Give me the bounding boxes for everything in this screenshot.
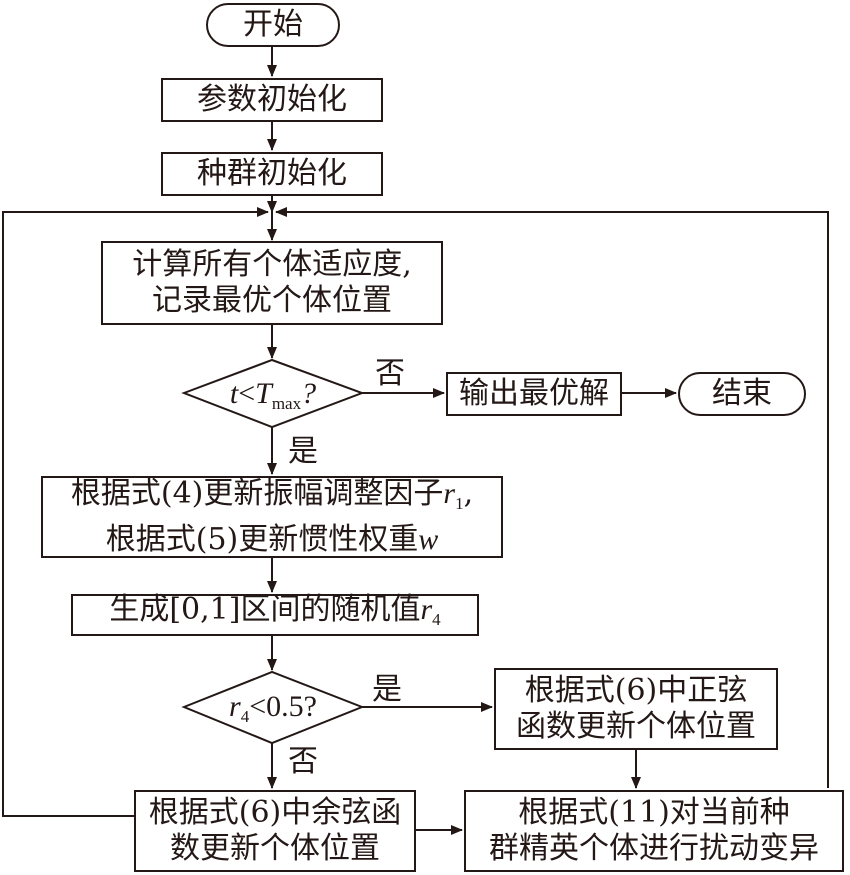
update-line-1: 根据式(4)更新振幅调整因子r1, — [70, 476, 474, 513]
fitness-box: 计算所有个体适应度, 记录最优个体位置 — [101, 241, 443, 325]
loop-back-left — [2, 207, 269, 817]
cosine-update-box: 根据式(6)中余弦函 数更新个体位置 — [134, 790, 416, 872]
update-params-box: 根据式(4)更新振幅调整因子r1, 根据式(5)更新惯性权重w — [41, 476, 503, 558]
decision-diamond-random — [181, 670, 365, 745]
pop-init-label: 种群初始化 — [197, 156, 347, 191]
edge-label-yes-1: 是 — [288, 434, 318, 469]
loop-back-right — [275, 207, 829, 788]
mutation-line-1: 根据式(11)对当前种 — [518, 795, 790, 830]
output-best-box: 输出最优解 — [446, 372, 622, 416]
sine-line-1: 根据式(6)中正弦 — [524, 673, 748, 708]
mutation-line-2: 群精英个体进行扰动变异 — [489, 831, 819, 866]
param-init-box: 参数初始化 — [161, 78, 383, 122]
fitness-line-1: 计算所有个体适应度, — [132, 247, 412, 282]
output-best-label: 输出最优解 — [459, 376, 609, 411]
edge-label-no-1: 否 — [375, 356, 405, 391]
end-terminal: 结束 — [678, 372, 806, 416]
cos-line-2: 数更新个体位置 — [170, 831, 380, 866]
edge-label-yes-2: 是 — [372, 672, 402, 707]
edge-label-no-2: 否 — [288, 744, 318, 779]
cond1-text: t<Tmax? — [229, 377, 317, 413]
random-value-label: 生成[0,1]区间的随机值r4 — [109, 592, 441, 629]
start-label: 开始 — [243, 7, 303, 42]
mutation-box: 根据式(11)对当前种 群精英个体进行扰动变异 — [464, 790, 844, 872]
sine-update-box: 根据式(6)中正弦 函数更新个体位置 — [494, 668, 778, 750]
decision-diamond-iteration — [181, 358, 365, 429]
update-line-2: 根据式(5)更新惯性权重w — [105, 522, 439, 557]
cond2-text: r4<0.5? — [229, 690, 317, 726]
pop-init-box: 种群初始化 — [161, 152, 383, 196]
cos-line-1: 根据式(6)中余弦函 — [148, 795, 402, 830]
end-label: 结束 — [712, 376, 772, 411]
fitness-line-2: 记录最优个体位置 — [152, 283, 392, 318]
sine-line-2: 函数更新个体位置 — [516, 709, 756, 744]
random-value-box: 生成[0,1]区间的随机值r4 — [71, 592, 479, 636]
start-terminal: 开始 — [206, 3, 340, 47]
param-init-label: 参数初始化 — [197, 82, 347, 117]
